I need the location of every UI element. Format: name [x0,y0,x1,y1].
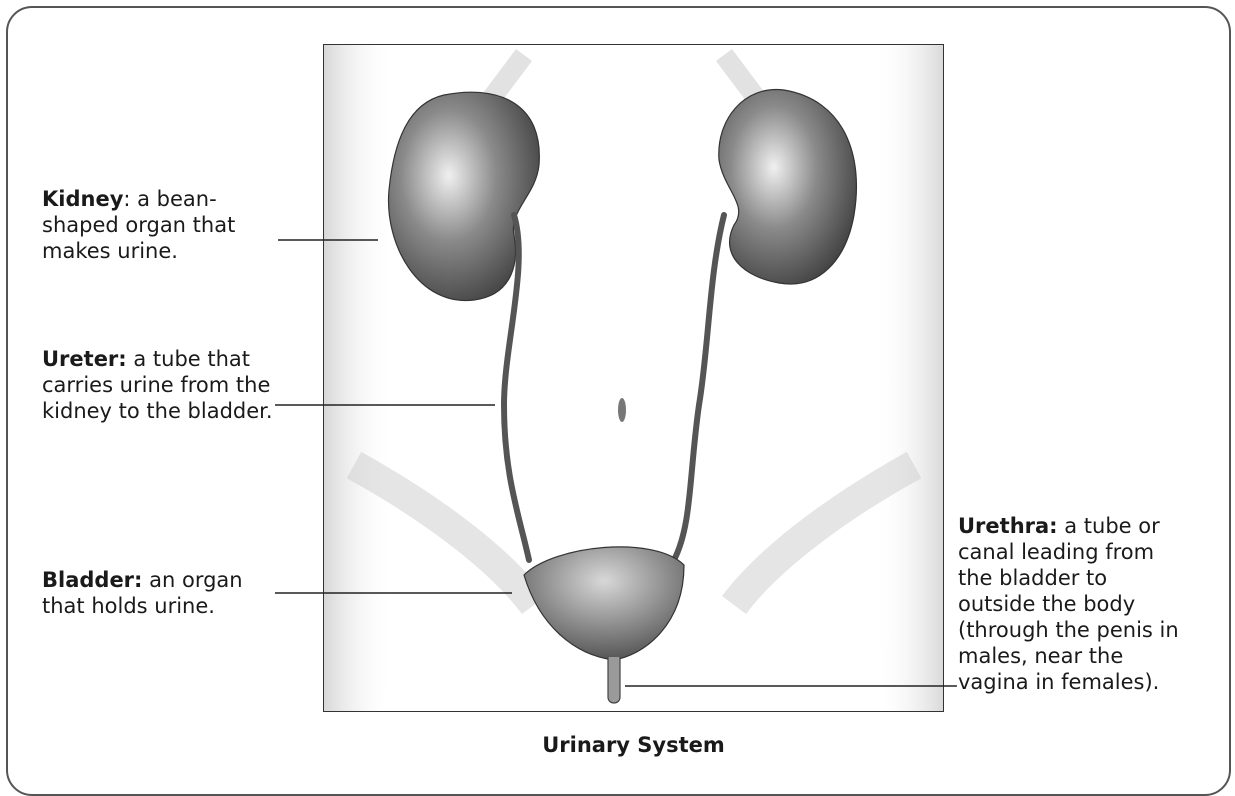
urethra-term: Urethra: [958,514,1058,538]
figure-caption: Urinary System [323,733,944,757]
kidney-label: Kidney: a bean-shaped organ that makes u… [42,186,280,264]
bladder-label: Bladder: an organ that holds urine. [42,567,280,619]
kidney-term: Kidney [42,187,123,211]
urethra-definition: a tube or canal leading from the bladder… [958,514,1179,694]
ureter-term: Ureter: [42,347,127,371]
bladder-term: Bladder: [42,568,142,592]
ureter-label: Ureter: a tube that carries urine from t… [42,346,280,424]
urethra-label: Urethra: a tube or canal leading from th… [958,513,1186,695]
